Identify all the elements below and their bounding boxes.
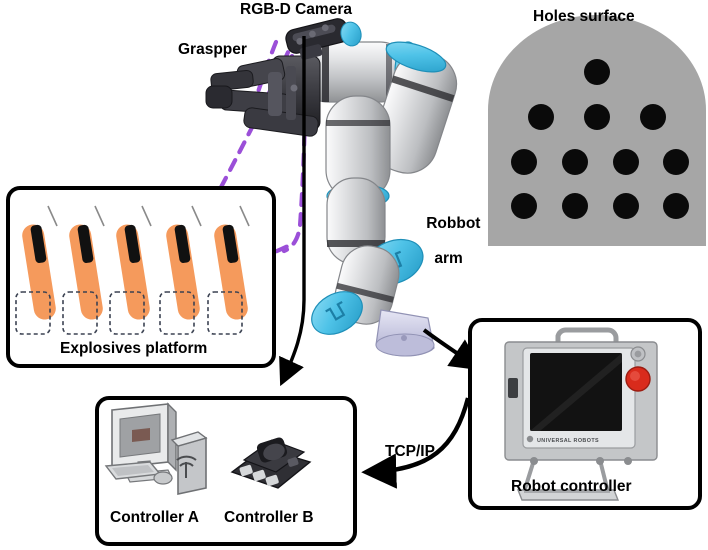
label-robot-controller: Robot controller xyxy=(511,478,632,495)
single-board-computer-icon xyxy=(230,437,312,489)
label-controller-b: Controller B xyxy=(224,509,314,526)
pendant-brand-label: UNIVERSAL ROBOTS xyxy=(537,438,599,444)
label-graspper: Graspper xyxy=(178,41,247,58)
pendant-side-port xyxy=(508,378,518,398)
label-robot-arm-line2: arm xyxy=(434,250,463,268)
holes-group xyxy=(511,59,689,219)
hole xyxy=(562,193,588,219)
hole xyxy=(511,149,537,175)
mouse-icon xyxy=(153,471,173,485)
camera-mount-cap xyxy=(340,21,362,47)
label-tcpip: TCP/IP xyxy=(385,443,435,460)
explosive-rod xyxy=(159,205,202,335)
pendant-handle xyxy=(555,327,619,348)
label-holes-surface: Holes surface xyxy=(533,8,635,25)
grasper-gripper xyxy=(205,55,321,137)
label-robot-arm-line1: Robbot xyxy=(426,215,481,233)
robot-base xyxy=(375,309,435,357)
explosive-rod xyxy=(62,205,105,335)
explosive-rod xyxy=(207,205,250,335)
label-robot-arm: Robbot arm xyxy=(409,198,480,285)
explosive-rod xyxy=(109,205,152,335)
hole xyxy=(663,149,689,175)
keyboard-icon xyxy=(104,461,162,480)
robot-upper-arm-link xyxy=(372,41,458,174)
robot-base-joint-cap xyxy=(311,291,363,335)
hole xyxy=(613,193,639,219)
hole xyxy=(562,149,588,175)
label-controller-a: Controller A xyxy=(110,509,199,526)
hole xyxy=(511,193,537,219)
hole xyxy=(640,104,666,130)
hole xyxy=(613,149,639,175)
explosive-rod xyxy=(15,205,58,335)
hole xyxy=(584,59,610,85)
camera-to-controllers-arrow xyxy=(279,36,306,387)
hole xyxy=(584,104,610,130)
label-explosives-platform: Explosives platform xyxy=(60,340,208,357)
router-tower-icon xyxy=(170,431,208,495)
tcpip-arrow xyxy=(361,397,471,489)
elbow-joint-cap-upper xyxy=(385,41,447,73)
fov-bottom-arc xyxy=(197,241,295,263)
hole xyxy=(663,193,689,219)
label-rgbd-camera: RGB-D Camera xyxy=(240,1,352,18)
holes-surface-plate xyxy=(488,15,706,246)
hole xyxy=(528,104,554,130)
